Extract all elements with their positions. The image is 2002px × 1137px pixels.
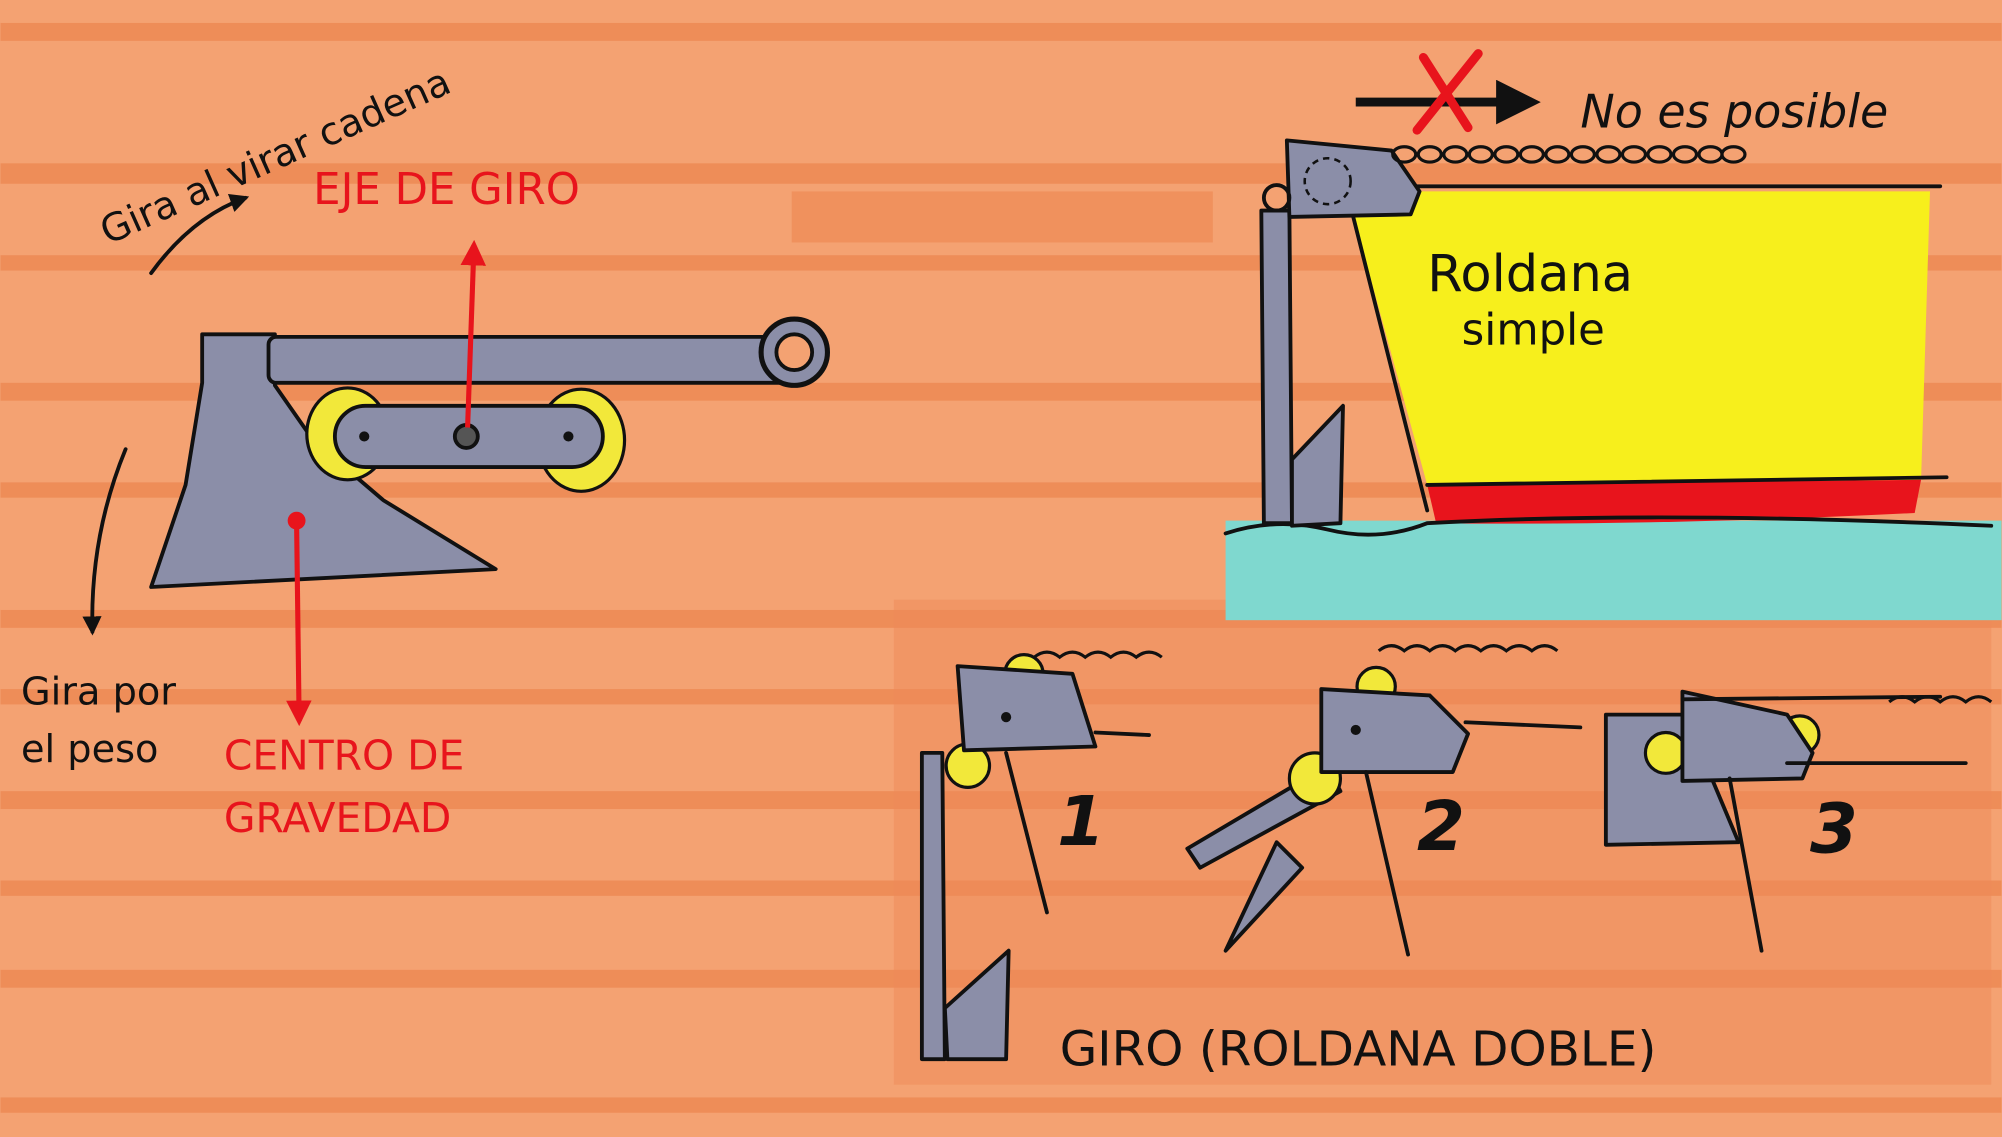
label-roldana: Roldana xyxy=(1427,245,1633,304)
label-not-possible: No es posible xyxy=(1580,85,1888,139)
label-center-gravity-1: CENTRO DE xyxy=(224,731,465,779)
rotate-up-arrow-icon xyxy=(149,193,250,275)
gravity-arrow-icon xyxy=(286,523,312,727)
anchor-shank xyxy=(266,334,794,385)
left-anchor-drawing xyxy=(82,193,831,727)
double-roller-step-3 xyxy=(1603,689,1993,953)
rotate-down-arrow-icon xyxy=(82,447,128,636)
label-center-gravity-2: GRAVEDAD xyxy=(224,794,452,842)
boat-hull xyxy=(1346,191,1930,485)
caption-double-roller: GIRO (ROLDANA DOBLE) xyxy=(1060,1022,1657,1078)
step-number-2: 2 xyxy=(1417,787,1465,867)
pivot-arrow-icon xyxy=(460,239,487,428)
not-allowed-x-icon xyxy=(1412,49,1483,135)
label-pivot-axis: EJE DE GIRO xyxy=(313,165,580,215)
double-roller-step-2 xyxy=(1185,644,1583,957)
step-number-3: 3 xyxy=(1810,789,1858,869)
water xyxy=(1225,520,2002,621)
chain-icon xyxy=(1391,145,1747,164)
label-turn-by-weight-1: Gira por xyxy=(21,669,176,714)
step-number-1: 1 xyxy=(1057,782,1105,862)
gravity-center-dot xyxy=(287,511,306,530)
label-simple: simple xyxy=(1462,306,1605,356)
hull-waterline xyxy=(1427,479,1922,524)
simple-roller-drawing xyxy=(1223,49,2002,621)
label-turn-by-weight-2: el peso xyxy=(21,727,159,772)
double-roller-step-1 xyxy=(919,650,1163,1062)
